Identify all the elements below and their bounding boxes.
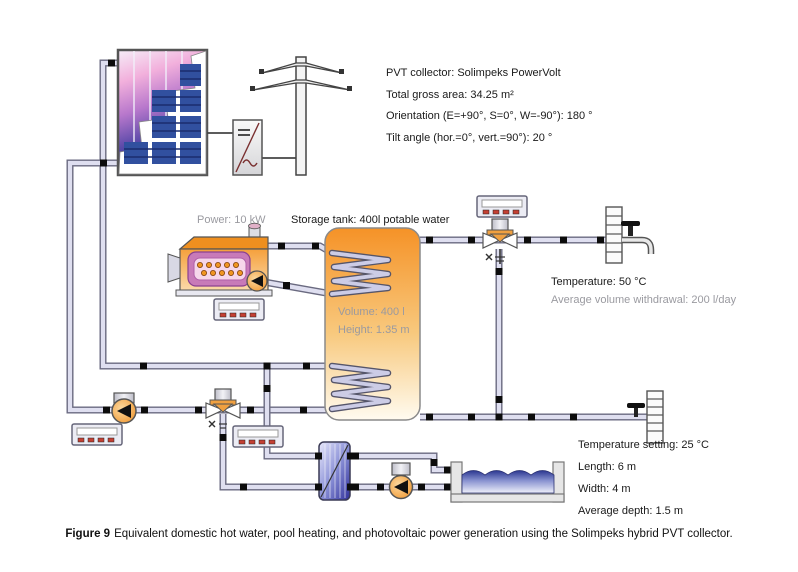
dhw-temperature-label: Temperature: 50 °C [551,276,647,288]
tank-volume-label: Volume: 400 l [338,306,405,318]
plate-heat-exchanger-icon [315,441,354,501]
tank-labels: Volume: 400 l Height: 1.35 m [338,303,410,339]
pump-icon [246,270,268,292]
pv-cells [124,64,201,164]
storage-tank-title: Storage tank: 400l potable water [291,214,450,226]
boiler-power-label: Power: 10 kW [197,214,266,226]
three-way-valve-icon [205,388,241,429]
controller-icon [476,195,528,218]
pool-info-block: Temperature setting: 25 °C Length: 6 m W… [578,434,709,522]
figure-caption-text: Equivalent domestic hot water, pool heat… [114,528,733,540]
coil-heat-exchanger-icon [328,249,392,413]
controller-icon [232,425,284,448]
inverter-icon [232,119,263,176]
controller-icon [71,423,123,446]
faucet-icon [605,206,655,264]
pump-icon [111,392,137,424]
storage-tank-icon [324,227,421,421]
controller-icon [213,298,265,321]
pump-icon [388,462,414,500]
figure-caption-number: Figure 9 [65,528,111,540]
pvt-info-line: Tilt angle (hor.=0°, vert.=90°): 20 ° [386,131,553,144]
pool-width-label: Width: 4 m [578,483,631,495]
dhw-withdrawal-label: Average volume withdrawal: 200 l/day [551,294,737,306]
tap-valve-icon [627,390,664,444]
pvt-collector-icon [116,48,209,177]
pool-temperature-label: Temperature setting: 25 °C [578,439,709,451]
tank-height-label: Height: 1.35 m [338,324,410,336]
power-grid-tower-icon [250,56,352,176]
pool-icon [450,461,565,503]
pvt-info-line: Orientation (E=+90°, S=0°, W=-90°): 180 … [386,110,593,122]
pvt-info-line: PVT collector: Solimpeks PowerVolt [386,67,561,79]
pool-depth-label: Average depth: 1.5 m [578,505,683,517]
pvt-info-block: PVT collector: Solimpeks PowerVolt Total… [386,63,593,149]
boiler-icon [167,222,273,297]
three-way-valve-icon [482,218,518,264]
pipe-connectors [100,59,604,491]
pvt-info-line: Total gross area: 34.25 m² [386,88,514,101]
pool-length-label: Length: 6 m [578,461,637,473]
